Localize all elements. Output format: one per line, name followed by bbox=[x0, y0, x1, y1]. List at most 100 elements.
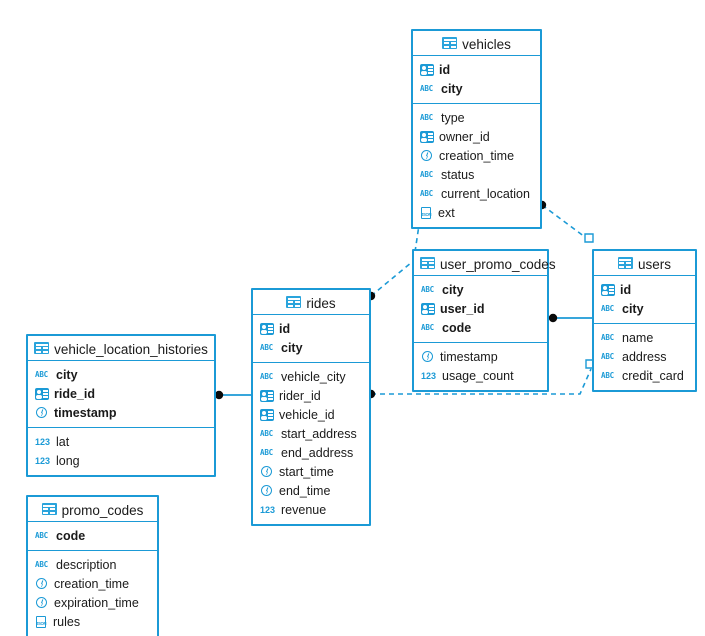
field-name: lat bbox=[56, 434, 70, 449]
clock-icon bbox=[421, 350, 435, 364]
table-field[interactable]: timestamp bbox=[414, 347, 547, 366]
primary-key-field[interactable]: user_id bbox=[414, 299, 547, 318]
numeric-icon: 123 bbox=[421, 370, 437, 381]
abc-icon: ABC bbox=[420, 112, 433, 122]
primary-key-field[interactable]: ABC code bbox=[28, 526, 157, 545]
id-icon bbox=[601, 283, 615, 296]
field-name: id bbox=[439, 62, 451, 77]
table-title[interactable]: vehicle_location_histories bbox=[28, 336, 214, 361]
abc-icon: ABC bbox=[601, 303, 614, 313]
abc-icon: ABC bbox=[35, 369, 48, 379]
table-name: rides bbox=[306, 295, 336, 311]
field-name: credit_card bbox=[622, 368, 684, 383]
field-name: code bbox=[56, 528, 86, 543]
clock-icon bbox=[260, 484, 274, 498]
abc-icon: ABC bbox=[35, 530, 48, 540]
primary-key-field[interactable]: id bbox=[253, 319, 369, 338]
clock-icon bbox=[35, 577, 49, 591]
id-icon bbox=[35, 387, 49, 400]
table-name: users bbox=[637, 256, 671, 272]
table-title[interactable]: vehicles bbox=[413, 31, 540, 56]
field-name: ext bbox=[438, 205, 455, 220]
field-name: user_id bbox=[440, 301, 485, 316]
primary-key-field[interactable]: timestamp bbox=[28, 403, 214, 422]
primary-key-field[interactable]: ride_id bbox=[28, 384, 214, 403]
dot-marker bbox=[548, 313, 558, 323]
table-field[interactable]: end_time bbox=[253, 481, 369, 500]
id-icon bbox=[260, 322, 274, 335]
table-field[interactable]: expiration_time bbox=[28, 593, 157, 612]
table-field[interactable]: rider_id bbox=[253, 386, 369, 405]
field-name: code bbox=[442, 320, 472, 335]
id-icon bbox=[260, 389, 274, 402]
field-name: expiration_time bbox=[54, 595, 139, 610]
primary-key-field[interactable]: id bbox=[413, 60, 540, 79]
table-title[interactable]: users bbox=[594, 251, 695, 276]
abc-icon: ABC bbox=[601, 351, 614, 361]
table-field[interactable]: creation_time bbox=[28, 574, 157, 593]
abc-icon: ABC bbox=[421, 322, 434, 332]
table-title[interactable]: promo_codes bbox=[28, 497, 157, 522]
abc-icon: ABC bbox=[601, 332, 614, 342]
abc-icon: ABC bbox=[260, 371, 273, 381]
table-title[interactable]: user_promo_codes bbox=[414, 251, 556, 276]
primary-key-field[interactable]: id bbox=[594, 280, 695, 299]
table-field[interactable]: start_time bbox=[253, 462, 369, 481]
edge-vlh-rides-solid bbox=[214, 390, 251, 400]
field-name: status bbox=[441, 167, 475, 182]
field-name: vehicle_city bbox=[281, 369, 346, 384]
field-name: vehicle_id bbox=[279, 407, 335, 422]
field-name: id bbox=[620, 282, 632, 297]
field-name: start_address bbox=[281, 426, 357, 441]
field-name: rules bbox=[53, 614, 81, 629]
numeric-icon: 123 bbox=[35, 455, 51, 466]
clock-icon bbox=[420, 149, 434, 163]
table-icon bbox=[420, 257, 435, 269]
table-field[interactable]: 123 long bbox=[28, 451, 214, 470]
table-field[interactable]: owner_id bbox=[413, 127, 540, 146]
field-name: end_address bbox=[281, 445, 354, 460]
field-name: timestamp bbox=[54, 405, 117, 420]
field-name: long bbox=[56, 453, 80, 468]
table-field[interactable]: vehicle_id bbox=[253, 405, 369, 424]
field-name: city bbox=[56, 367, 78, 382]
table-field[interactable]: rules bbox=[28, 612, 157, 631]
primary-key-field[interactable]: ABC code bbox=[414, 318, 547, 337]
table-title[interactable]: rides bbox=[253, 290, 369, 315]
table-field[interactable]: ext bbox=[413, 203, 540, 222]
table-field[interactable]: ABC vehicle_city bbox=[253, 367, 369, 386]
primary-key-field[interactable]: ABC city bbox=[28, 365, 214, 384]
table-field[interactable]: creation_time bbox=[413, 146, 540, 165]
